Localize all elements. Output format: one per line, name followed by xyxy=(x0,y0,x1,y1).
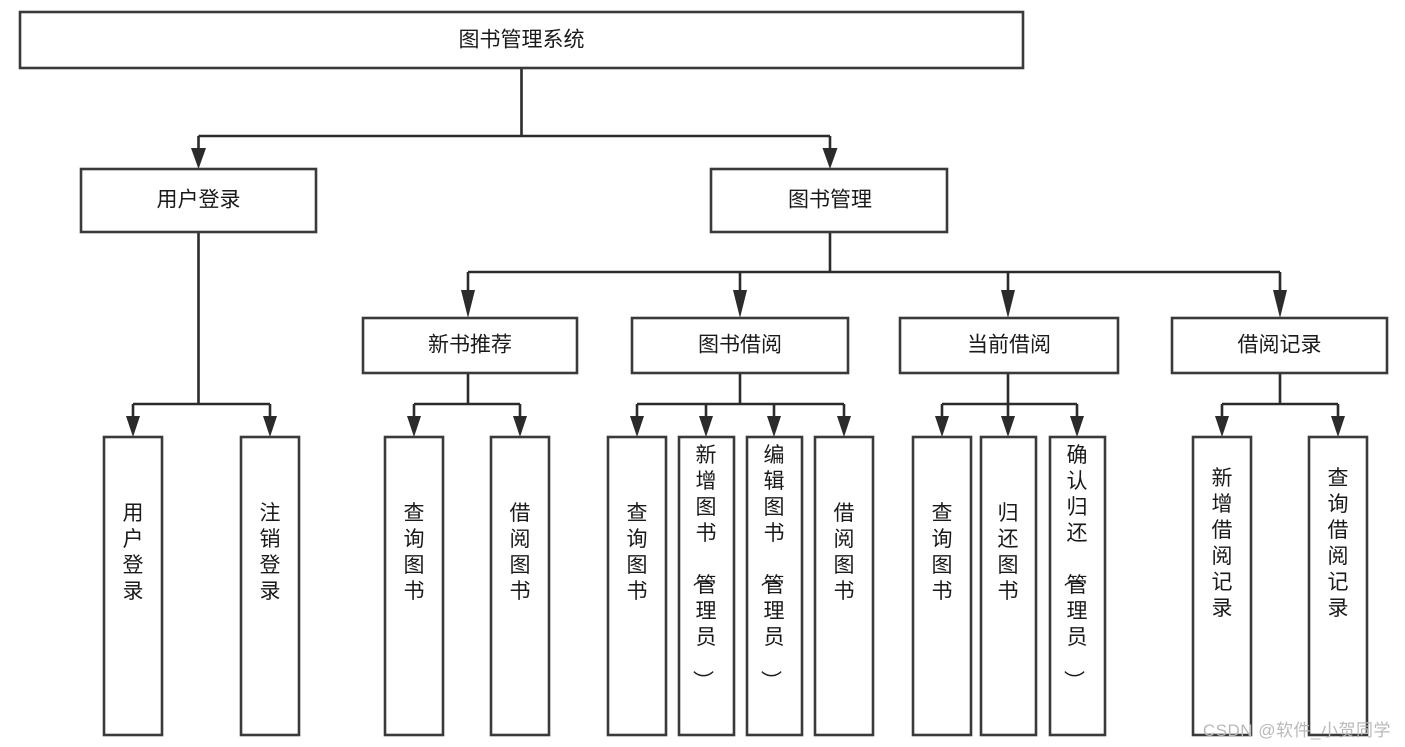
leaf-borrow-book-1-label: 借阅图书 xyxy=(510,502,531,603)
arrowhead-leaf-query-book-3 xyxy=(935,416,949,437)
leaf-node-add-book[interactable]: 新增图书（管理员） xyxy=(677,435,736,737)
leaf-add-record-label: 新增借阅记录 xyxy=(1212,467,1233,620)
root-label: 图书管理系统 xyxy=(459,29,585,52)
leaf-query-book-2-label: 查询图书 xyxy=(627,502,648,603)
arrowhead-leaf-user-logout xyxy=(263,416,277,437)
leaf-node-add-record[interactable]: 新增借阅记录 xyxy=(1191,435,1253,737)
borrow-record-box[interactable] xyxy=(1170,316,1389,375)
arrowhead-leaf-query-book-1 xyxy=(407,416,421,437)
connector-layer xyxy=(126,68,1345,437)
node-borrow-record[interactable]: 借阅记录 xyxy=(1170,316,1389,375)
arrowhead-leaf-query-book-2 xyxy=(630,416,644,437)
leaf-query-book-1-box[interactable] xyxy=(383,435,445,737)
current-borrow-box[interactable] xyxy=(898,316,1120,375)
new-book-rec-box[interactable] xyxy=(361,316,579,375)
leaf-node-user-login[interactable]: 用户登录 xyxy=(102,435,164,737)
leaf-borrow-book-2-box[interactable] xyxy=(813,435,875,737)
leaf-query-record-box[interactable] xyxy=(1307,435,1369,737)
node-root[interactable]: 图书管理系统 xyxy=(18,10,1025,70)
leaf-query-record-label: 查询借阅记录 xyxy=(1328,467,1349,620)
leaf-confirm-return-box[interactable] xyxy=(1048,435,1107,737)
leaf-node-query-book-2[interactable]: 查询图书 xyxy=(606,435,668,737)
node-book-borrow[interactable]: 图书借阅 xyxy=(630,316,850,375)
node-user-login[interactable]: 用户登录 xyxy=(79,167,318,234)
leaf-borrow-book-1-box[interactable] xyxy=(489,435,551,737)
leaf-return-book-label: 归还图书 xyxy=(998,502,1019,603)
leaf-return-book-box[interactable] xyxy=(979,435,1038,737)
user-login-box[interactable] xyxy=(79,167,318,234)
leaf-confirm-return-label: 确认归还（管理员） xyxy=(1062,444,1088,691)
arrowhead-leaf-add-book xyxy=(699,416,713,437)
leaf-user-login-box[interactable] xyxy=(102,435,164,737)
leaf-node-query-book-1[interactable]: 查询图书 xyxy=(383,435,445,737)
arrowhead-leaf-query-record xyxy=(1331,416,1345,437)
arrowhead-current-borrow xyxy=(1001,290,1015,318)
arrowhead-borrow-record xyxy=(1273,290,1287,318)
leaf-node-borrow-book-1[interactable]: 借阅图书 xyxy=(489,435,551,737)
leaf-user-login-label: 用户登录 xyxy=(123,502,144,603)
book-manage-label: 图书管理 xyxy=(788,189,872,212)
leaf-edit-book-box[interactable] xyxy=(745,435,804,737)
leaf-query-book-3-label: 查询图书 xyxy=(932,502,953,603)
root-box[interactable] xyxy=(18,10,1025,70)
arrowhead-book-borrow xyxy=(733,290,747,318)
current-borrow-label: 当前借阅 xyxy=(967,334,1051,357)
leaf-query-book-2-box[interactable] xyxy=(606,435,668,737)
node-new-book-rec[interactable]: 新书推荐 xyxy=(361,316,579,375)
leaf-user-logout-box[interactable] xyxy=(239,435,301,737)
leaf-node-query-record[interactable]: 查询借阅记录 xyxy=(1307,435,1369,737)
arrowhead-leaf-borrow-book-1 xyxy=(513,416,527,437)
book-borrow-label: 图书借阅 xyxy=(698,334,782,357)
borrow-record-label: 借阅记录 xyxy=(1238,334,1322,357)
arrowhead-new-book-rec xyxy=(461,290,475,318)
new-book-rec-label: 新书推荐 xyxy=(428,334,512,357)
arrowhead-leaf-add-record xyxy=(1215,416,1229,437)
leaf-node-return-book[interactable]: 归还图书 xyxy=(979,435,1038,737)
leaf-borrow-book-2-label: 借阅图书 xyxy=(834,502,855,603)
node-current-borrow[interactable]: 当前借阅 xyxy=(898,316,1120,375)
leaf-node-query-book-3[interactable]: 查询图书 xyxy=(911,435,973,737)
leaf-add-book-box[interactable] xyxy=(677,435,736,737)
leaf-query-book-3-box[interactable] xyxy=(911,435,973,737)
leaf-node-confirm-return[interactable]: 确认归还（管理员） xyxy=(1048,435,1107,737)
arrowhead-leaf-return-book xyxy=(1001,416,1015,437)
book-manage-box[interactable] xyxy=(709,167,949,234)
leaf-node-borrow-book-2[interactable]: 借阅图书 xyxy=(813,435,875,737)
arrowhead-leaf-borrow-book-2 xyxy=(837,416,851,437)
arrowhead-leaf-confirm-return xyxy=(1070,416,1084,437)
leaf-node-user-logout[interactable]: 注销登录 xyxy=(239,435,301,737)
arrowhead-leaf-user-login xyxy=(126,416,140,437)
arrowhead-leaf-edit-book xyxy=(767,416,781,437)
leaf-add-record-box[interactable] xyxy=(1191,435,1253,737)
arrowhead-user-login xyxy=(191,148,206,169)
leaf-edit-book-label: 编辑图书（管理员） xyxy=(759,444,785,691)
book-borrow-box[interactable] xyxy=(630,316,850,375)
node-book-manage[interactable]: 图书管理 xyxy=(709,167,949,234)
leaf-node-edit-book[interactable]: 编辑图书（管理员） xyxy=(745,435,804,737)
arrowhead-book-manage xyxy=(822,148,838,169)
leaf-query-book-1-label: 查询图书 xyxy=(404,502,425,603)
leaf-add-book-label: 新增图书（管理员） xyxy=(691,444,717,691)
leaf-user-logout-label: 注销登录 xyxy=(260,502,281,603)
user-login-label: 用户登录 xyxy=(157,189,241,212)
